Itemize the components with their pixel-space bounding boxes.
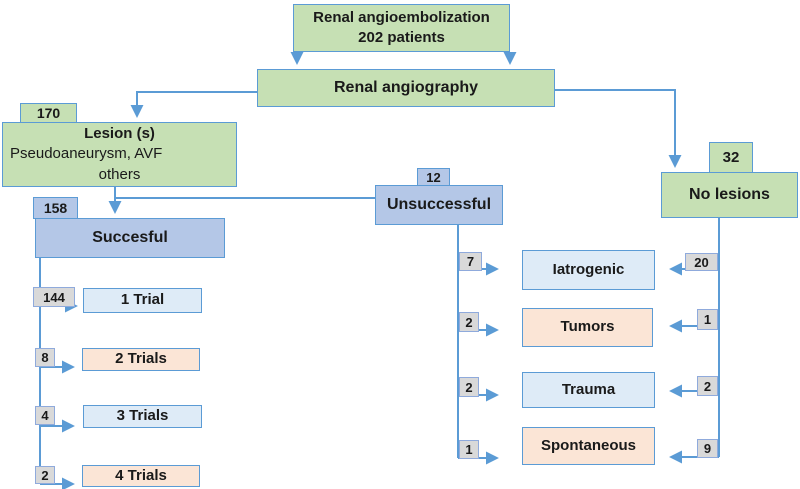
trial-1-count: 144 [43, 289, 65, 305]
trial-3-count: 4 [41, 408, 49, 423]
cause-right-4-count: 9 [703, 441, 712, 456]
cause-left-3-count: 2 [465, 379, 473, 395]
node-no-lesions: No lesions [661, 172, 798, 218]
cause-right-1-count: 20 [694, 254, 709, 270]
node-trial-4: 4 Trials [82, 465, 200, 487]
trial-4-count: 2 [41, 467, 49, 483]
successful-label: Succesful [92, 229, 168, 247]
badge-cause-right-4: 9 [697, 439, 718, 458]
cause-right-2-count: 1 [703, 312, 712, 327]
lesions-line2: Pseudoaneurysm, AVF [10, 145, 163, 163]
badge-cause-right-3: 2 [697, 376, 718, 396]
badge-cause-right-1: 20 [685, 253, 718, 271]
root-line2: 202 patients [358, 29, 445, 46]
node-unsuccessful: Unsuccessful [375, 185, 503, 225]
badge-cause-left-2: 2 [459, 312, 479, 332]
node-successful: Succesful [35, 218, 225, 258]
badge-cause-left-1: 7 [459, 252, 482, 271]
node-cause-spontaneous: Spontaneous [522, 427, 655, 465]
cause-trauma-label: Trauma [561, 380, 616, 398]
root-line1: Renal angioembolization [313, 8, 490, 26]
cause-left-2-count: 2 [465, 314, 473, 330]
lesions-count-value: 170 [36, 105, 61, 121]
badge-cause-right-2: 1 [697, 309, 718, 330]
node-renal-angiography: Renal angiography [257, 69, 555, 107]
node-trial-3: 3 Trials [83, 405, 202, 428]
cause-tumors-label: Tumors [560, 318, 615, 336]
cause-spontaneous-label: Spontaneous [540, 436, 636, 454]
trial-2-label: 2 Trials [115, 350, 167, 368]
badge-unsuccessful-count: 12 [417, 168, 450, 186]
badge-successful-count: 158 [33, 197, 78, 219]
node-renal-angioembolization: Renal angioembolization 202 patients [293, 4, 510, 52]
unsuccessful-count-value: 12 [426, 169, 441, 185]
cause-iatrogenic-label: Iatrogenic [552, 260, 625, 278]
cause-left-4-count: 1 [465, 442, 473, 457]
lesions-title: Lesion (s) [84, 125, 155, 143]
badge-lesions-count: 170 [20, 103, 77, 123]
lesions-line3: others [98, 165, 141, 183]
node-lesions: Lesion (s) Pseudoaneurysm, AVF others [2, 122, 237, 187]
node-trial-1: 1 Trial [83, 288, 202, 313]
badge-cause-left-4: 1 [459, 440, 479, 459]
successful-count-value: 158 [43, 200, 68, 216]
trial-4-label: 4 Trials [115, 466, 167, 484]
cause-left-1-count: 7 [466, 254, 475, 269]
badge-trial-2: 8 [35, 348, 55, 367]
node-trial-2: 2 Trials [82, 348, 200, 371]
trial-2-count: 8 [41, 350, 49, 365]
cause-right-3-count: 2 [703, 378, 712, 394]
badge-no-lesions-count: 32 [709, 142, 753, 173]
badge-trial-3: 4 [35, 406, 55, 425]
badge-trial-4: 2 [35, 466, 55, 484]
no-lesions-label: No lesions [689, 186, 770, 204]
badge-trial-1: 144 [33, 287, 75, 307]
node-cause-trauma: Trauma [522, 372, 655, 408]
no-lesions-count-value: 32 [722, 149, 740, 166]
badge-cause-left-3: 2 [459, 377, 479, 397]
node-cause-iatrogenic: Iatrogenic [522, 250, 655, 290]
node-cause-tumors: Tumors [522, 308, 653, 347]
unsuccessful-label: Unsuccessful [386, 196, 492, 214]
trial-3-label: 3 Trials [116, 407, 169, 425]
angiography-label: Renal angiography [333, 79, 479, 97]
trial-1-label: 1 Trial [120, 291, 165, 309]
